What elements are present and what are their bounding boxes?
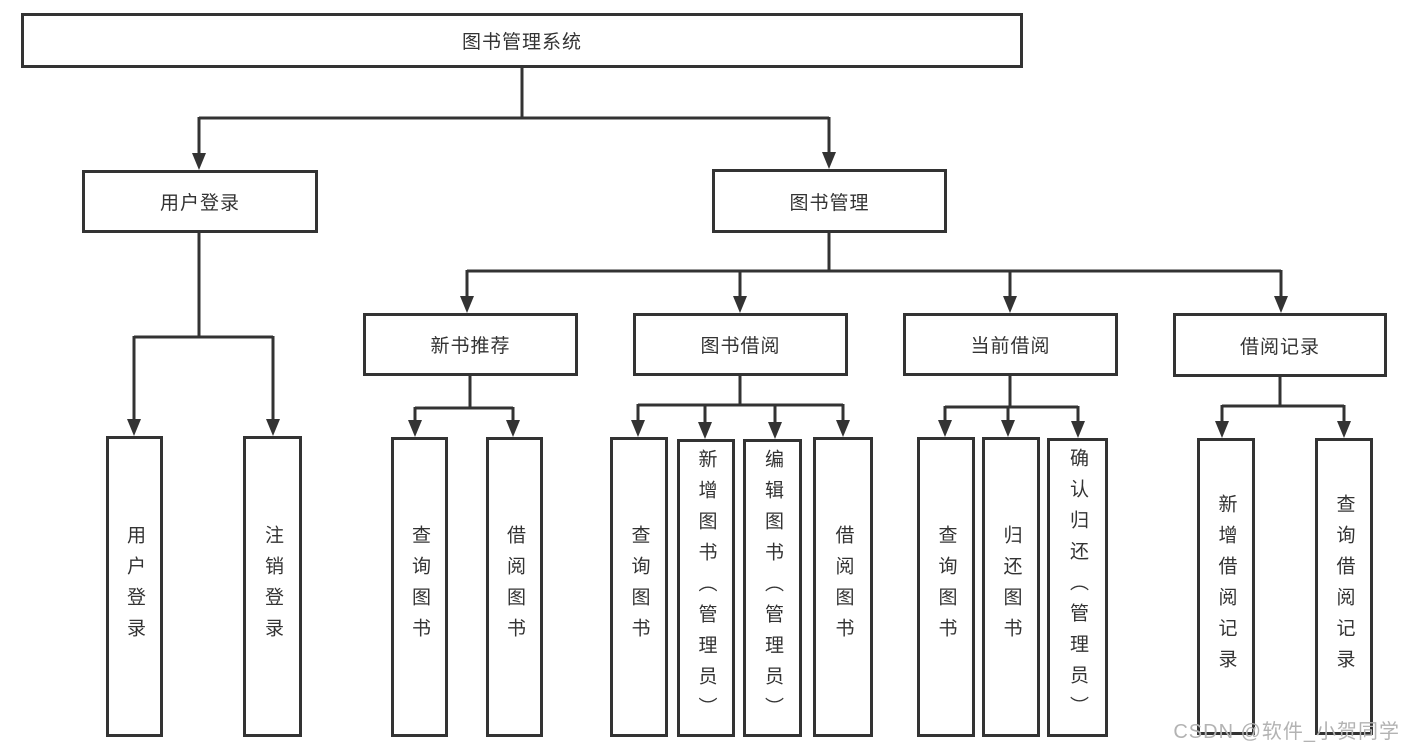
node-borrowing-records: 借阅记录 [1173,313,1387,377]
node-new-book-recommendation: 新书推荐 [363,313,578,376]
node-label: 新增图书（管理员） [695,448,717,728]
node-query-books-3: 查询图书 [917,437,975,737]
node-return-books: 归还图书 [982,437,1040,737]
node-label: 确认归还（管理员） [1067,448,1088,727]
node-label: 借阅图书 [832,525,854,649]
node-label: 注销登录 [262,524,283,649]
node-label: 图书管理系统 [461,32,582,53]
node-label: 借阅图书 [504,525,525,649]
node-book-management: 图书管理 [712,169,947,233]
node-label: 新增借阅记录 [1215,493,1237,680]
node-label: 查询图书 [935,525,957,649]
node-user-login-leaf: 用户登录 [106,436,163,737]
csdn-watermark: CSDN @软件_小贺同学 [1173,721,1400,743]
node-label: 用户登录 [159,193,240,214]
node-borrow-books-2: 借阅图书 [813,437,873,737]
node-add-borrow-record: 新增借阅记录 [1197,438,1255,735]
node-current-borrowing: 当前借阅 [903,313,1118,376]
node-edit-books-admin: 编辑图书（管理员） [743,439,802,737]
node-label: 查询图书 [628,525,650,649]
node-label: 新书推荐 [430,336,511,357]
node-label: 归还图书 [1000,525,1022,649]
arrowheads [127,152,1351,439]
node-library-management-system: 图书管理系统 [21,13,1023,68]
node-query-books-1: 查询图书 [391,437,448,737]
node-query-borrow-record: 查询借阅记录 [1315,438,1373,735]
node-label: 查询图书 [409,525,430,649]
node-label: 借阅记录 [1239,336,1320,358]
node-label: 图书管理 [789,192,870,214]
node-label: 查询借阅记录 [1333,493,1355,680]
node-borrow-books-1: 借阅图书 [486,437,543,737]
node-logout: 注销登录 [243,436,302,737]
node-query-books-2: 查询图书 [610,437,668,737]
node-label: 编辑图书（管理员） [762,448,783,728]
node-add-books-admin: 新增图书（管理员） [677,439,735,737]
node-label: 用户登录 [124,524,145,649]
node-label: 图书借阅 [700,336,781,357]
node-book-borrowing: 图书借阅 [633,313,848,376]
node-confirm-return-admin: 确认归还（管理员） [1047,438,1108,737]
node-label: 当前借阅 [970,336,1051,357]
node-user-login: 用户登录 [82,170,318,233]
